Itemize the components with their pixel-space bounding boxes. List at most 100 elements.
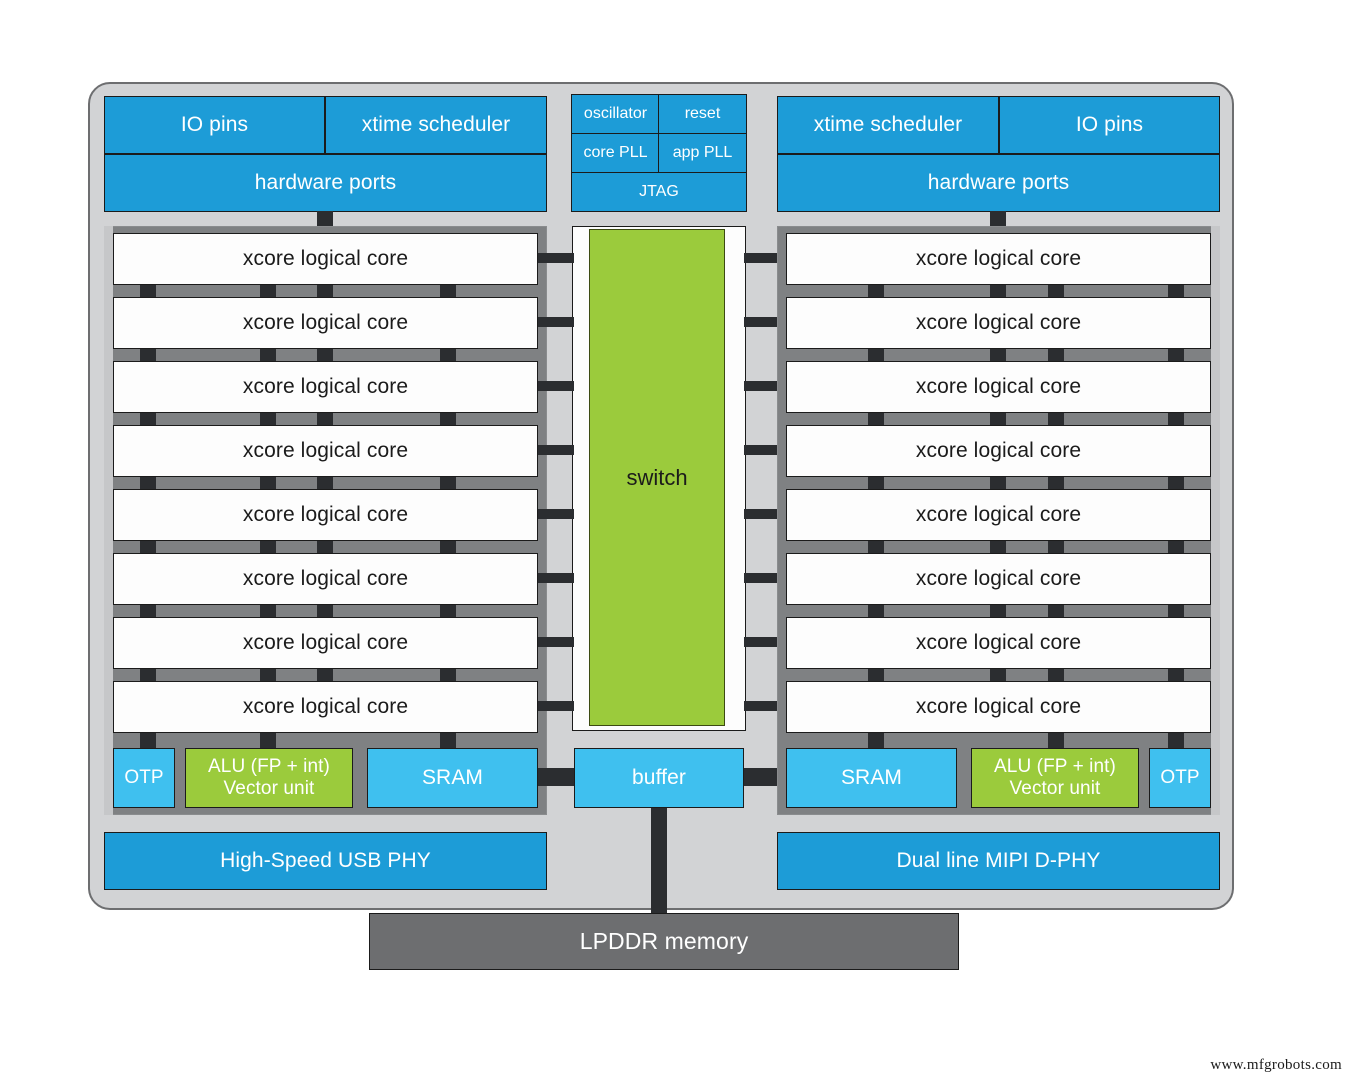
right-core-to-alu-connector bbox=[1048, 733, 1064, 748]
lpddr-memory[interactable]: LPDDR memory bbox=[369, 913, 959, 970]
core-pll-block[interactable]: core PLL bbox=[571, 132, 660, 174]
right-core-connector bbox=[868, 605, 884, 617]
right-core-connector bbox=[990, 285, 1006, 297]
right-core-3[interactable]: xcore logical core bbox=[786, 425, 1211, 477]
left-core-connector bbox=[317, 349, 333, 361]
right-core-2[interactable]: xcore logical core bbox=[786, 361, 1211, 413]
right-core-6[interactable]: xcore logical core bbox=[786, 617, 1211, 669]
right-core-connector bbox=[868, 413, 884, 425]
right-core-connector bbox=[1048, 349, 1064, 361]
right-core-connector bbox=[1048, 413, 1064, 425]
left-core-1-label: xcore logical core bbox=[242, 310, 409, 334]
right-sram[interactable]: SRAM bbox=[786, 748, 957, 808]
left-core-connector bbox=[440, 605, 456, 617]
left-core-3-label: xcore logical core bbox=[242, 438, 409, 462]
right-core-connector bbox=[1048, 477, 1064, 489]
right-core-to-switch-connector bbox=[744, 317, 780, 327]
left-core-3[interactable]: xcore logical core bbox=[113, 425, 538, 477]
right-core-connector bbox=[868, 477, 884, 489]
right-core-connector bbox=[1048, 669, 1064, 681]
right-io-pins-label: IO pins bbox=[1075, 112, 1144, 136]
right-otp[interactable]: OTP bbox=[1149, 748, 1211, 808]
right-core-0[interactable]: xcore logical core bbox=[786, 233, 1211, 285]
left-xtime-scheduler-label: xtime scheduler bbox=[361, 112, 511, 136]
right-sram-label: SRAM bbox=[840, 765, 903, 789]
left-core-6[interactable]: xcore logical core bbox=[113, 617, 538, 669]
left-sram[interactable]: SRAM bbox=[367, 748, 538, 808]
right-core-6-label: xcore logical core bbox=[915, 630, 1082, 654]
right-core-connector bbox=[990, 477, 1006, 489]
left-core-0-label: xcore logical core bbox=[242, 246, 409, 270]
left-core-0[interactable]: xcore logical core bbox=[113, 233, 538, 285]
right-core-connector bbox=[1048, 541, 1064, 553]
left-core-to-alu-connector bbox=[260, 733, 276, 748]
oscillator-label: oscillator bbox=[583, 105, 648, 123]
right-io-pins[interactable]: IO pins bbox=[999, 96, 1220, 154]
right-core-7[interactable]: xcore logical core bbox=[786, 681, 1211, 733]
right-xtime-scheduler-label: xtime scheduler bbox=[813, 112, 963, 136]
left-core-connector bbox=[260, 285, 276, 297]
left-core-7[interactable]: xcore logical core bbox=[113, 681, 538, 733]
right-core-connector bbox=[1048, 605, 1064, 617]
oscillator-block[interactable]: oscillator bbox=[571, 94, 660, 135]
right-core-to-switch-connector bbox=[744, 381, 780, 391]
left-usb-phy[interactable]: High-Speed USB PHY bbox=[104, 832, 547, 890]
left-alu-vector-unit[interactable]: ALU (FP + int) Vector unit bbox=[185, 748, 353, 808]
right-core-to-otp-connector bbox=[1168, 733, 1184, 748]
right-core-5[interactable]: xcore logical core bbox=[786, 553, 1211, 605]
right-core-connector bbox=[1168, 413, 1184, 425]
right-core-to-switch-connector bbox=[744, 573, 780, 583]
right-core-connector bbox=[868, 349, 884, 361]
left-core-panel-edge bbox=[104, 226, 113, 815]
left-core-4-label: xcore logical core bbox=[242, 502, 409, 526]
left-core-1[interactable]: xcore logical core bbox=[113, 297, 538, 349]
left-core-5[interactable]: xcore logical core bbox=[113, 553, 538, 605]
left-otp[interactable]: OTP bbox=[113, 748, 175, 808]
right-alu-vector-unit[interactable]: ALU (FP + int) Vector unit bbox=[971, 748, 1139, 808]
right-hardware-ports[interactable]: hardware ports bbox=[777, 154, 1220, 212]
right-core-connector bbox=[990, 541, 1006, 553]
watermark: www.mfgrobots.com bbox=[1210, 1057, 1342, 1073]
right-core-4[interactable]: xcore logical core bbox=[786, 489, 1211, 541]
left-core-connector bbox=[140, 605, 156, 617]
left-hardware-ports[interactable]: hardware ports bbox=[104, 154, 547, 212]
right-core-1[interactable]: xcore logical core bbox=[786, 297, 1211, 349]
left-core-connector bbox=[440, 285, 456, 297]
right-hardware-ports-label: hardware ports bbox=[927, 170, 1070, 194]
left-core-connector bbox=[440, 669, 456, 681]
left-core-to-otp-connector bbox=[140, 733, 156, 748]
left-xtime-scheduler[interactable]: xtime scheduler bbox=[325, 96, 547, 154]
app-pll-block[interactable]: app PLL bbox=[658, 132, 747, 174]
right-core-connector bbox=[1168, 285, 1184, 297]
switch-block[interactable]: switch bbox=[589, 229, 725, 726]
left-core-connector bbox=[140, 669, 156, 681]
right-core-to-sram-connector bbox=[868, 733, 884, 748]
jtag-block[interactable]: JTAG bbox=[571, 171, 747, 212]
left-otp-label: OTP bbox=[124, 766, 164, 788]
left-io-pins[interactable]: IO pins bbox=[104, 96, 325, 154]
switch-label: switch bbox=[626, 464, 688, 490]
buffer-to-lpddr-connector bbox=[651, 808, 667, 914]
reset-block[interactable]: reset bbox=[658, 94, 747, 135]
right-mipi-phy-label: Dual line MIPI D-PHY bbox=[896, 848, 1101, 872]
lpddr-memory-label: LPDDR memory bbox=[579, 927, 749, 954]
buffer-label: buffer bbox=[632, 765, 686, 789]
right-core-panel-edge bbox=[1211, 226, 1220, 815]
right-core-connector bbox=[1168, 605, 1184, 617]
right-core-connector bbox=[990, 413, 1006, 425]
right-core-7-label: xcore logical core bbox=[915, 694, 1082, 718]
right-mipi-phy[interactable]: Dual line MIPI D-PHY bbox=[777, 832, 1220, 890]
left-core-to-switch-connector bbox=[538, 445, 574, 455]
right-core-4-label: xcore logical core bbox=[915, 502, 1082, 526]
left-core-4[interactable]: xcore logical core bbox=[113, 489, 538, 541]
core-pll-label: core PLL bbox=[583, 143, 648, 161]
left-core-connector bbox=[440, 541, 456, 553]
left-core-to-switch-connector bbox=[538, 317, 574, 327]
left-core-2-label: xcore logical core bbox=[242, 374, 409, 398]
buffer-block[interactable]: buffer bbox=[574, 748, 744, 808]
left-core-connector bbox=[260, 413, 276, 425]
right-alu-label-line2: Vector unit bbox=[1009, 778, 1101, 799]
left-core-connector bbox=[317, 669, 333, 681]
left-core-2[interactable]: xcore logical core bbox=[113, 361, 538, 413]
right-xtime-scheduler[interactable]: xtime scheduler bbox=[777, 96, 999, 154]
